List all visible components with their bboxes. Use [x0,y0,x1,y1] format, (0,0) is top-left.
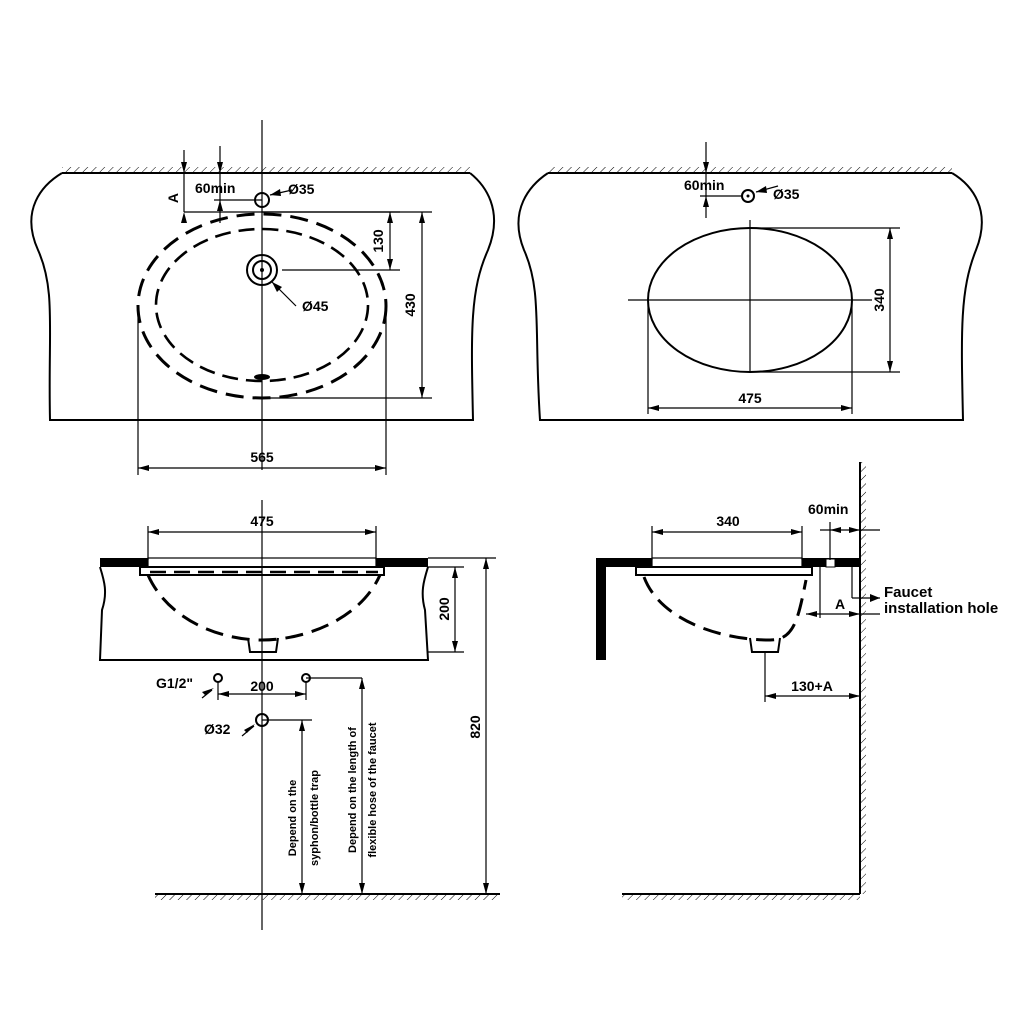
note-trap-2: syphon/bottle trap [309,770,321,866]
overflow [254,374,270,380]
countertop-front [596,558,606,660]
dim-A: A [165,193,181,203]
top-right-cutout-view: 60min Ø35 340 475 [517,142,983,421]
dim-60min: 60min [195,180,235,196]
water-inlet-left [213,673,223,683]
dim-60min: 60min [808,501,848,517]
note-hose-1: Depend on the length of [347,727,359,853]
counter-outline [517,172,983,421]
vanity-body [98,566,430,661]
note-trap-1: Depend on the [287,780,299,856]
dim-340: 340 [871,288,887,312]
dim-130A: 130+A [791,678,833,694]
faucet-label-2: installation hole [884,600,998,617]
faucet-label-1: Faucet [884,584,932,601]
basin-bowl-dashed [642,576,808,642]
bottom-right-side-view: 340 60min Faucet installation hole A 130… [596,462,998,900]
dim-A: A [835,596,845,612]
note-hose-2: flexible hose of the faucet [367,722,379,857]
wall-hatch [62,167,470,173]
dim-430: 430 [402,293,418,317]
wall-hatch [548,167,952,173]
dim-d45: Ø45 [302,298,329,314]
dim-340: 340 [716,513,740,529]
drain-outer [246,254,278,286]
basin-inner-dashed [154,227,370,383]
top-left-plan-view: A 60min Ø35 130 430 Ø45 5 [30,120,496,475]
dim-820: 820 [467,715,483,739]
dim-475: 475 [738,390,762,406]
dim-475: 475 [250,513,274,529]
dim-d35: Ø35 [288,181,315,197]
dim-130: 130 [370,229,386,253]
dim-d35: Ø35 [773,186,800,202]
faucet-hole [825,558,836,568]
dim-g12: G1/2" [156,675,193,691]
bottom-left-front-view: 475 200 820 G1/2" 200 Ø32 [98,500,500,930]
floor-hatch [155,894,500,900]
basin-bowl-dashed [146,574,382,642]
dim-d32: Ø32 [204,721,231,737]
floor-hatch [622,894,860,900]
drain-inner [252,260,272,280]
dim-60min: 60min [684,177,724,193]
dim-565: 565 [250,449,274,465]
dim-200-height: 200 [436,597,452,621]
dim-200-spacing: 200 [250,678,274,694]
counter-outline [30,172,496,421]
wall-hatch [860,462,866,894]
